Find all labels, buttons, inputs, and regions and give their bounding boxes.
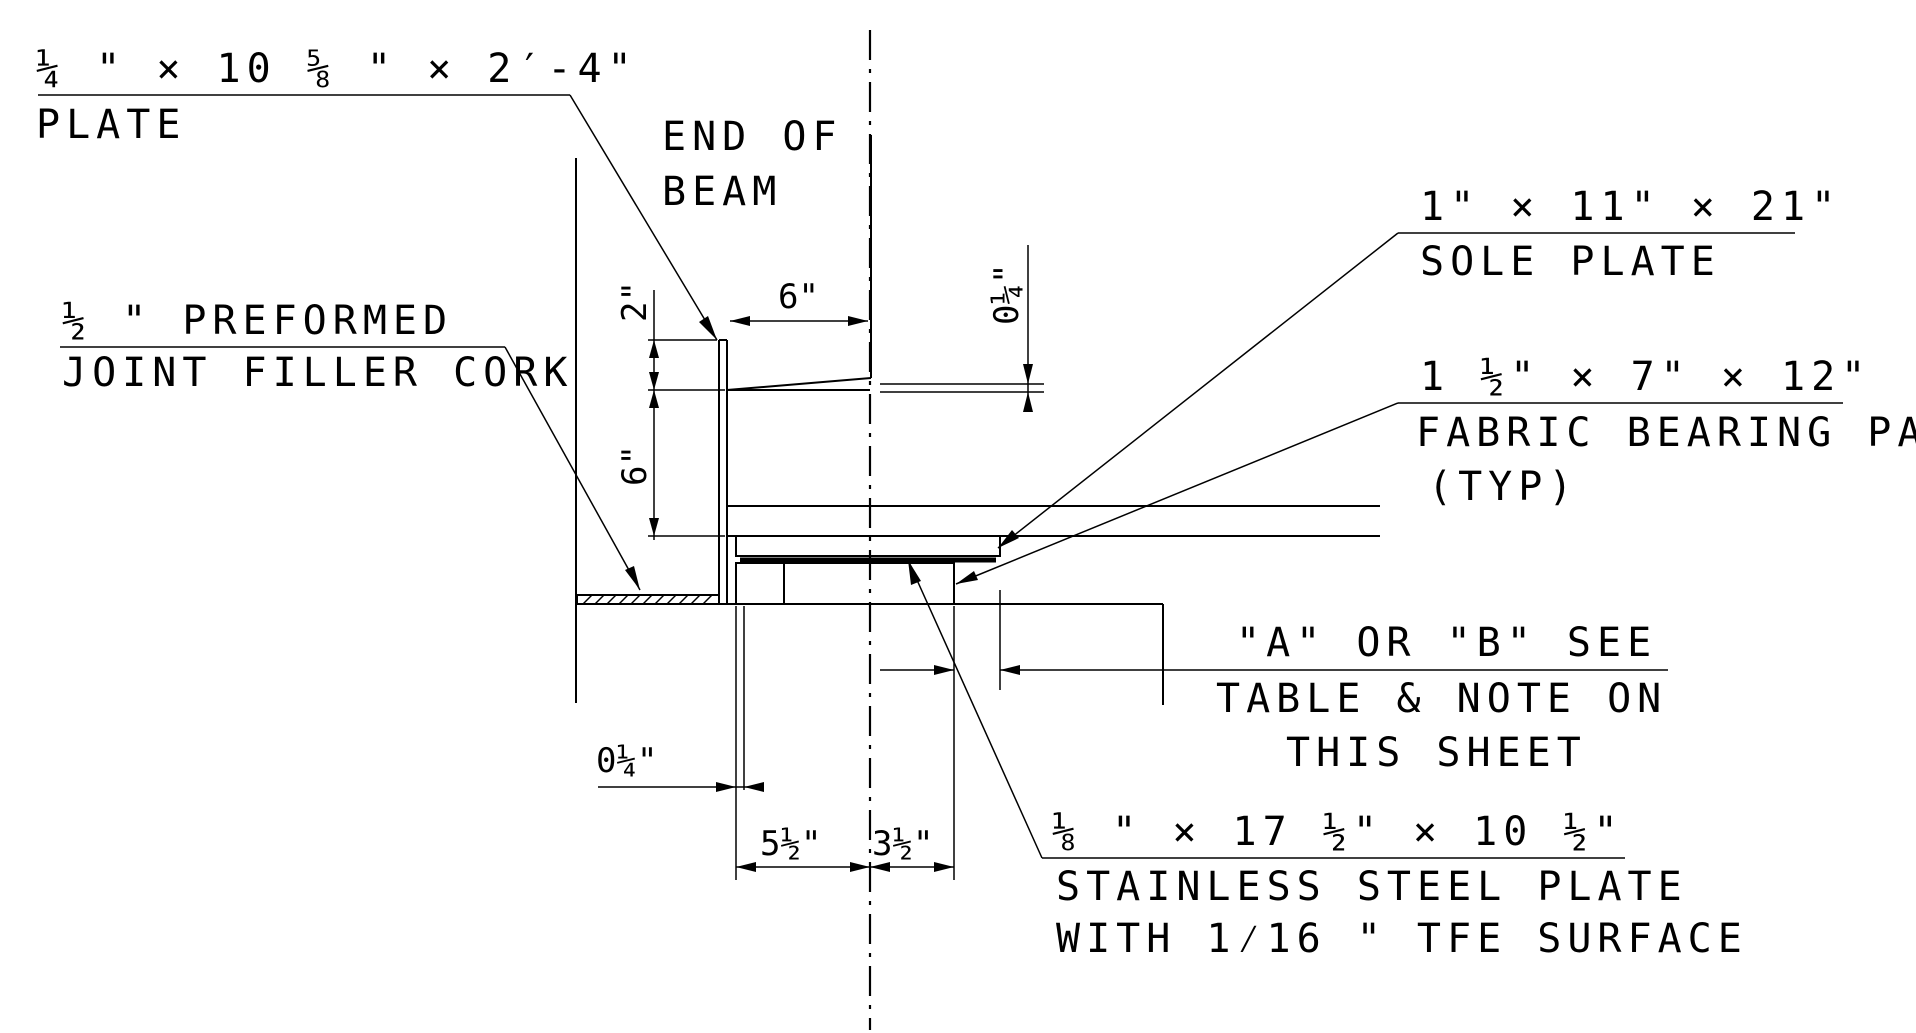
dim-6in-vertical: 6" [615,445,655,486]
dim-quarter-bottom: 0¼" [596,741,657,781]
dim-2in: 2" [615,281,655,322]
stainless-surface: WITH 1⁄16 " TFE SURFACE [1056,916,1748,962]
bearing-pad-name: FABRIC BEARING PAD [1416,410,1916,456]
stainless-size: ⅛ " × 17 ½" × 10 ½" [1052,809,1624,855]
sole-plate-size: 1" × 11" × 21" [1420,184,1841,230]
callout-labels: ¼ " × 10 ⅝ " × 2′-4" PLATE END OF BEAM ½… [36,46,1916,962]
joint-filler-line2: JOINT FILLER CORK [62,350,573,396]
dim-6in-horizontal: 6" [778,277,819,317]
a-or-b-line2: TABLE & NOTE ON [1216,676,1667,722]
end-of-beam-line2: BEAM [662,169,782,215]
cork-hatch [582,594,713,605]
dim-3-half: 3½" [872,824,933,864]
bearing-pad-typ: (TYP) [1428,464,1578,510]
bearing-pad-size: 1 ½" × 7" × 12" [1420,354,1871,400]
bearing-pad [735,562,955,605]
dimension-labels: 2" 6" 6" 0¼" 0¼" 5½" 3½" [596,264,1027,864]
top-plate-size: ¼ " × 10 ⅝ " × 2′-4" [36,46,638,92]
sole-plate [735,535,1001,557]
top-plate-name: PLATE [36,102,186,148]
a-or-b-line1: "A" OR "B" SEE [1236,620,1657,666]
dim-quarter-top: 0¼" [987,264,1027,325]
joint-filler-cork [576,594,720,605]
sole-plate-name: SOLE PLATE [1420,239,1721,285]
beam-top-edge [726,377,872,391]
stainless-name: STAINLESS STEEL PLATE [1056,864,1688,910]
dim-5-half: 5½" [760,824,821,864]
joint-filler-line1: ½ " PREFORMED [62,298,453,344]
end-of-beam-line1: END OF [662,114,843,160]
leader-lines [38,94,1843,859]
dimension-lines [598,245,1668,880]
a-or-b-line3: THIS SHEET [1286,730,1587,776]
